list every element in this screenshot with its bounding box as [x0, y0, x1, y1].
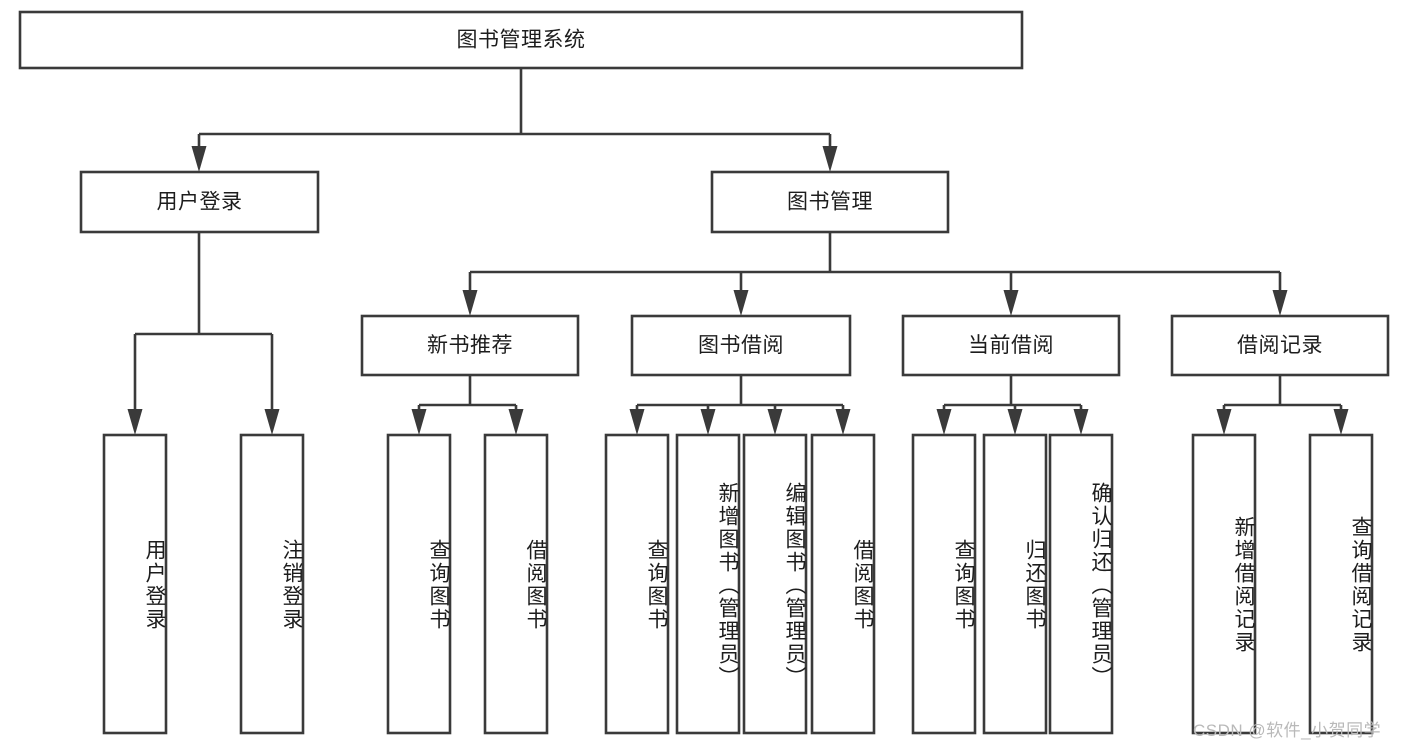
arrow-head-icon [1333, 409, 1349, 435]
connector-group-newbook_to_leaves [411, 375, 524, 435]
level2-node-rect[interactable] [901, 314, 1121, 377]
leaf-node-leaf-return-book[interactable] [982, 433, 1048, 735]
arrow-head-icon [1073, 409, 1089, 435]
arrow-head-icon [767, 409, 783, 435]
arrow-head-icon [508, 409, 524, 435]
arrow-head-icon [629, 409, 645, 435]
level2-node-current-borrow[interactable]: 当前借阅 [901, 314, 1121, 377]
leaf-node-rect[interactable] [1048, 433, 1114, 735]
leaf-node-leaf-query-record[interactable] [1308, 433, 1374, 735]
csdn-watermark: CSDN @软件_小贺同学 [1193, 721, 1382, 740]
arrow-head-icon [1216, 409, 1232, 435]
arrow-head-icon [264, 409, 280, 435]
leaf-node-leaf-add-book[interactable] [675, 433, 741, 735]
leaf-node-leaf-user-login[interactable] [102, 433, 168, 735]
arrow-head-icon [835, 409, 851, 435]
connector-layer [127, 68, 1349, 435]
leaf-node-rect[interactable] [810, 433, 876, 735]
level2-node-new-book-rec[interactable]: 新书推荐 [360, 314, 580, 377]
root-node-root[interactable]: 图书管理系统 [18, 10, 1024, 70]
leaf-node-rect[interactable] [911, 433, 977, 735]
leaf-node-rect[interactable] [102, 433, 168, 735]
level2-node-rect[interactable] [360, 314, 580, 377]
connector-group-root_to_level1 [191, 68, 838, 172]
connector-group-borrowrecord_to_leaves [1216, 375, 1349, 435]
connector-group-bookmanage_to_level2 [462, 232, 1288, 316]
arrow-head-icon [1007, 409, 1023, 435]
leaf-node-leaf-query-book-1[interactable] [386, 433, 452, 735]
level1-node-label: 图书管理 [787, 191, 873, 214]
leaf-node-leaf-query-book-2[interactable] [604, 433, 670, 735]
level1-node-label: 用户登录 [157, 191, 243, 214]
arrow-head-icon [411, 409, 427, 435]
level2-node-label: 借阅记录 [1237, 334, 1323, 357]
arrow-head-icon [462, 290, 478, 316]
leaf-node-leaf-query-book-3[interactable] [911, 433, 977, 735]
leaf-node-rect[interactable] [1191, 433, 1257, 735]
arrow-head-icon [936, 409, 952, 435]
arrow-head-icon [1272, 290, 1288, 316]
level2-node-borrow-record[interactable]: 借阅记录 [1170, 314, 1390, 377]
leaf-node-rect[interactable] [239, 433, 305, 735]
connector-group-currentborrow_to_leaves [936, 375, 1089, 435]
level1-node-rect[interactable] [79, 170, 320, 234]
level2-node-label: 新书推荐 [427, 334, 513, 357]
leaf-node-leaf-logout[interactable] [239, 433, 305, 735]
root-node-label: 图书管理系统 [457, 29, 586, 52]
level2-node-rect[interactable] [1170, 314, 1390, 377]
arrow-head-icon [700, 409, 716, 435]
leaf-node-rect[interactable] [1308, 433, 1374, 735]
level1-node-book-manage[interactable]: 图书管理 [710, 170, 950, 234]
leaf-node-rect[interactable] [982, 433, 1048, 735]
leaf-node-rect[interactable] [675, 433, 741, 735]
leaf-node-rect[interactable] [483, 433, 549, 735]
leaf-node-rect[interactable] [604, 433, 670, 735]
connector-group-userlogin_to_leaves [127, 232, 280, 435]
level2-node-rect[interactable] [630, 314, 852, 377]
leaf-node-leaf-confirm-return[interactable] [1048, 433, 1114, 735]
arrow-head-icon [127, 409, 143, 435]
leaf-node-leaf-add-record[interactable] [1191, 433, 1257, 735]
leaf-node-rect[interactable] [742, 433, 808, 735]
level2-node-book-borrow[interactable]: 图书借阅 [630, 314, 852, 377]
connector-group-bookborrow_to_leaves [629, 375, 851, 435]
leaf-node-leaf-borrow-book-2[interactable] [810, 433, 876, 735]
arrow-head-icon [1003, 290, 1019, 316]
level2-node-label: 图书借阅 [698, 334, 784, 357]
arrow-head-icon [191, 146, 207, 172]
level2-node-label: 当前借阅 [968, 334, 1054, 357]
leaf-node-rect[interactable] [386, 433, 452, 735]
leaf-node-leaf-borrow-book-1[interactable] [483, 433, 549, 735]
level1-node-user-login[interactable]: 用户登录 [79, 170, 320, 234]
arrow-head-icon [822, 146, 838, 172]
level1-node-rect[interactable] [710, 170, 950, 234]
arrow-head-icon [733, 290, 749, 316]
leaf-node-leaf-edit-book[interactable] [742, 433, 808, 735]
root-node-rect[interactable] [18, 10, 1024, 70]
